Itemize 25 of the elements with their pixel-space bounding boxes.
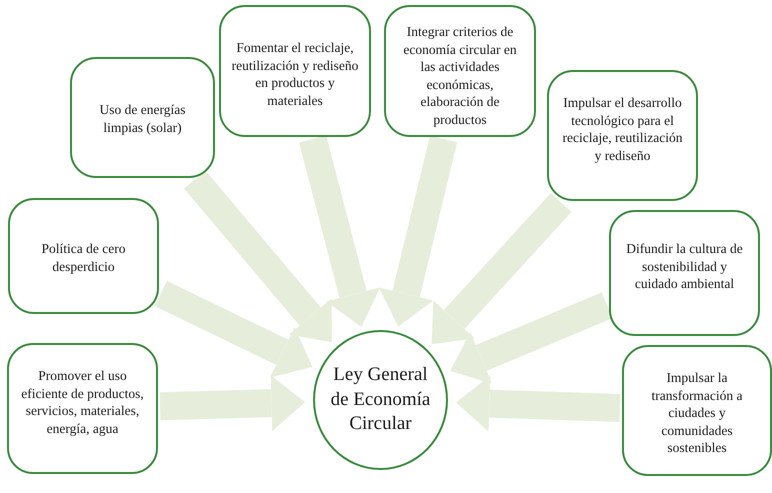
block-arrow bbox=[431, 193, 572, 344]
box-text: Integrar criterios de economía circular en las actividades económicas, elaboración de productos bbox=[402, 23, 518, 128]
box-text: Difundir la cultura de sostenibilidad y cuidado ambiental bbox=[625, 240, 744, 293]
block-arrow bbox=[299, 135, 380, 327]
block-arrow bbox=[378, 136, 458, 327]
block-arrow bbox=[456, 376, 620, 432]
rounded-box bbox=[547, 70, 698, 201]
rounded-box bbox=[609, 210, 760, 336]
block-arrow bbox=[450, 292, 613, 384]
title-text: Ley General de Economía Circular bbox=[330, 362, 432, 436]
box-text: Política de cero desperdicio bbox=[40, 240, 126, 276]
rounded-box bbox=[8, 198, 159, 314]
block-arrow bbox=[160, 375, 306, 432]
box-text: Promover el uso eficiente de productos, servicios, materiales, energía, agua bbox=[20, 367, 145, 438]
box-text: Uso de energías limpias (solar) bbox=[98, 101, 186, 136]
box-text: Fomentar el reciclaje, reutilización y rediseño en productos y materiales bbox=[231, 39, 359, 110]
block-arrow bbox=[154, 280, 313, 378]
box-text: Impulsar la transformación a ciudades y comunidades sostenibles bbox=[650, 369, 744, 457]
rounded-box bbox=[7, 343, 158, 474]
rounded-box bbox=[622, 345, 772, 476]
rounded-box bbox=[219, 5, 371, 137]
rounded-box bbox=[70, 57, 215, 178]
rounded-box bbox=[384, 5, 536, 137]
box-text: Impulsar el desarrollo tecnológico para el reciclaje, reutilización y rediseño bbox=[562, 94, 684, 164]
block-arrow bbox=[184, 170, 332, 342]
